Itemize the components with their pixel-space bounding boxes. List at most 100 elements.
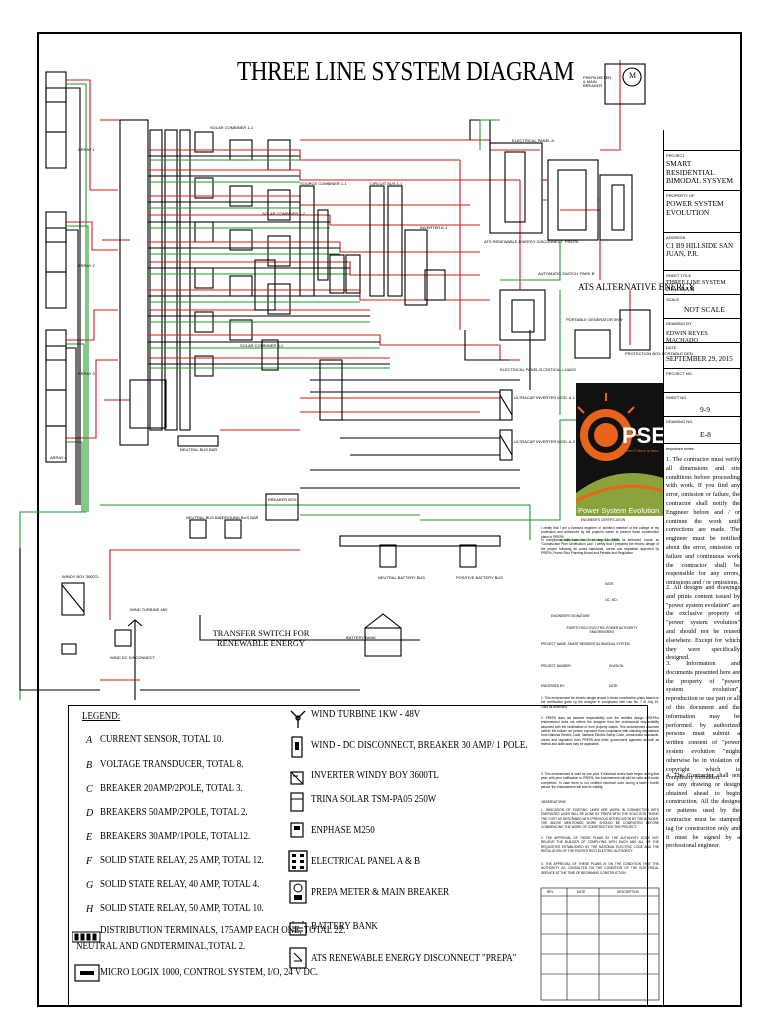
tb-divider [663, 342, 742, 343]
cert-text-1: I certify that I am a licensed engineer … [541, 526, 659, 539]
tb-note-2: 2. All designs and drawings and prints c… [666, 584, 740, 662]
label-solar-combiner-1: SOLAR COMBINER 1-1 [210, 125, 254, 130]
cert-division: DIVISION: [609, 664, 624, 668]
legend-sym-b: B [86, 760, 93, 771]
label-electrical-panel-b: ELECTRICAL PANEL B CRITICAL LOADS [500, 367, 576, 372]
legend-item-a: CURRENT SENSOR, TOTAL 10. [100, 734, 224, 745]
label-portable-gen: PORTABLE GENERATOR 5KW [566, 317, 623, 322]
cert-lic-label: LIC. NO.: [605, 598, 619, 602]
tb-address: C1 B9 HILLSIDE SAN JUAN, P.R. [666, 242, 734, 259]
cert-revision-table [540, 887, 660, 1001]
label-ultracap-2: ULTRACAP INVERTER MOD. A-2 [514, 439, 575, 444]
tb-project: SMART RESIDENTIAL BIMODAL SYSYEM [666, 159, 734, 186]
label-solar-combiner-2: SOLAR COMBINER 1-2 [262, 211, 306, 216]
legend-wind-disconnect: WIND - DC DISCONNECT, BREAKER 30 AMP/ 1 … [311, 740, 528, 751]
wind-turbine-icon [290, 710, 306, 728]
electrical-panel-a-drawing [489, 63, 651, 359]
tb-drawn-label: DRAWING BY [666, 321, 692, 326]
legend-distribution-2: NEUTRAL AND GNDTERMINAL,TOTAL 2. [76, 941, 246, 952]
cert-text-4: 2. PREPA does not assume responsibility … [541, 716, 659, 746]
tb-divider [663, 294, 742, 295]
label-circuit-bus: CIRCUIT BUS 1-1 [370, 181, 403, 186]
pv-array-3 [45, 329, 67, 427]
legend-micrologix: MICRO LOGIX 1000, CONTROL SYSTEM, I/O, 2… [100, 967, 319, 978]
legend-sym-h: H [86, 904, 94, 915]
rev-header-rev: REV [547, 890, 554, 894]
label-transfer-switch: TRANSFER SWITCH FOR RENEWABLE ENERGY [212, 628, 310, 649]
plc-icon [74, 964, 100, 982]
cert-observations: OBSERVATIONS [541, 800, 566, 804]
tb-project-label: PROJECT [666, 153, 685, 158]
label-battery-bank: BATTERY BANK [346, 635, 377, 640]
drawing-title: THREE LINE SYSTEM DIAGRAM [237, 56, 574, 86]
cert-text-5: 3. This endorsement is valid for one yea… [541, 772, 659, 789]
legend-sym-g: G [86, 880, 94, 891]
tb-divider [663, 190, 742, 191]
label-array-1: ARRAY 1 [78, 147, 95, 152]
tb-scale-label: SCALE [666, 297, 680, 302]
label-array-3: ARRAY 3 [78, 371, 95, 376]
terminal-block-column [119, 119, 191, 446]
label-array-2: ARRAY 2 [78, 263, 95, 268]
tb-divider [663, 416, 742, 417]
label-ats-renewable: ATS RENEWABLE ENERGY DISCONNECT 'PREPA' [484, 239, 579, 244]
tb-sheet-title: THREE LINE SYSTEM DIAGRAM [666, 280, 726, 293]
tb-divider [663, 443, 742, 444]
label-windy-boy: WINDY BOY 3600TL [62, 574, 100, 579]
legend-ats: ATS RENEWABLE ENERGY DISCONNECT "PREPA" [311, 953, 517, 964]
tb-divider [663, 232, 742, 233]
label-prepa-meter: PREPA METER & MAIN BREAKER [583, 75, 612, 88]
tb-notes-label: Important notes [666, 446, 694, 451]
legend-item-e: BREAKERS 30AMP/1POLE, TOTAL12. [100, 831, 251, 842]
pv-array-1 [45, 71, 67, 169]
label-source-combiner: SOURCE COMBINER 1-1 [300, 181, 347, 186]
tb-project-no-label: PROJECT NO. [666, 371, 693, 376]
tb-address-label: ADDRESS [666, 235, 686, 240]
label-solar-combiner-3: SOLAR COMBINER 3-1 [240, 343, 284, 348]
certification-panel: ENGINEER'S CERTIFICATION I certify that … [537, 516, 663, 1007]
cert-obs-1: 1. INDICATION OF EXISTING LINES ARE WORK… [541, 808, 659, 830]
legend-item-f: SOLID STATE RELAY, 25 AMP, TOTAL 12. [100, 855, 264, 866]
wind-disconnect-icon [291, 736, 303, 758]
microinverter-icon [290, 822, 304, 838]
label-neutral-battery-bus: NEUTRAL BATTERY BUS [378, 575, 425, 580]
legend-solar-panel: TRINA SOLAR TSM-PA05 250W [311, 794, 437, 805]
cert-heading: ENGINEER'S CERTIFICATION [580, 518, 626, 522]
label-ultracap-1: ULTRACAP INVERTER MOD. A-1 [514, 395, 575, 400]
legend-sym-d: D [86, 808, 94, 819]
legend-sym-e: E [86, 832, 93, 843]
tb-divider [663, 150, 742, 151]
title-block [663, 130, 743, 1007]
cert-prepa-header: PUERTO RICO ELECTRIC POWER AUTHORITY END… [566, 626, 638, 635]
legend-item-c: BREAKER 20AMP/2POLE, TOTAL 3. [100, 783, 243, 794]
cert-obs-3: 3. THE APPROVAL OF THESE PLANS IS ON THE… [541, 862, 659, 875]
logo-name: Power System Evolution [578, 506, 660, 515]
logo-tagline: Green Future is here [622, 448, 659, 453]
label-breaker-box: BREAKER BOX [268, 497, 297, 502]
legend-distribution-1: DISTRIBUTION TERMINALS, 175AMP EACH ONE,… [100, 925, 346, 936]
legend-item-b: VOLTAGE TRANSDUCER, TOTAL 8. [100, 759, 244, 770]
inverter-icon [290, 771, 304, 785]
tb-divider [663, 318, 742, 319]
label-ats-alt: ATS ALTERNATIVE ENERGY [578, 282, 696, 292]
legend-meter: PREPA METER & MAIN BREAKER [311, 887, 450, 898]
cert-text-3: 1. This endorsement for electric design … [541, 696, 659, 709]
cert-signature-label: ENGINEER'S SIGNATURE [551, 614, 590, 618]
legend-microinverter: ENPHASE M250 [311, 825, 375, 836]
label-wind-disconnect: WIND DC DISCONNECT [110, 655, 156, 660]
cert-date-label: DATE: [605, 582, 615, 586]
cert-obs-2: 2. THE APPROVAL OF THESE PLANS BY THE AU… [541, 836, 659, 853]
label-inverter-1: INVERTER A-1 [420, 225, 448, 230]
cert-project-name: PROJECT NAME: SMART RESIDENTIAL BIMODAL … [541, 642, 630, 646]
label-protection-box: PROTECTION BOX PORTABLE GEN [625, 351, 693, 356]
tb-note-4: 4. The Contractor shall not use any draw… [666, 772, 740, 850]
logo-graphic [575, 383, 664, 516]
legend-item-d: BREAKERS 50AMP/2POLE, TOTAL 2. [100, 807, 248, 818]
tb-divider [663, 368, 742, 369]
label-array-4: ARRAY 4 [50, 455, 67, 460]
tb-drawn: EDWIN REYES MACHADO [666, 330, 708, 345]
label-neutral-bus-2: NEUTRAL BUS BAR [186, 515, 224, 520]
tb-date-label: DATE [666, 345, 677, 350]
pv-array-4 [45, 425, 67, 463]
